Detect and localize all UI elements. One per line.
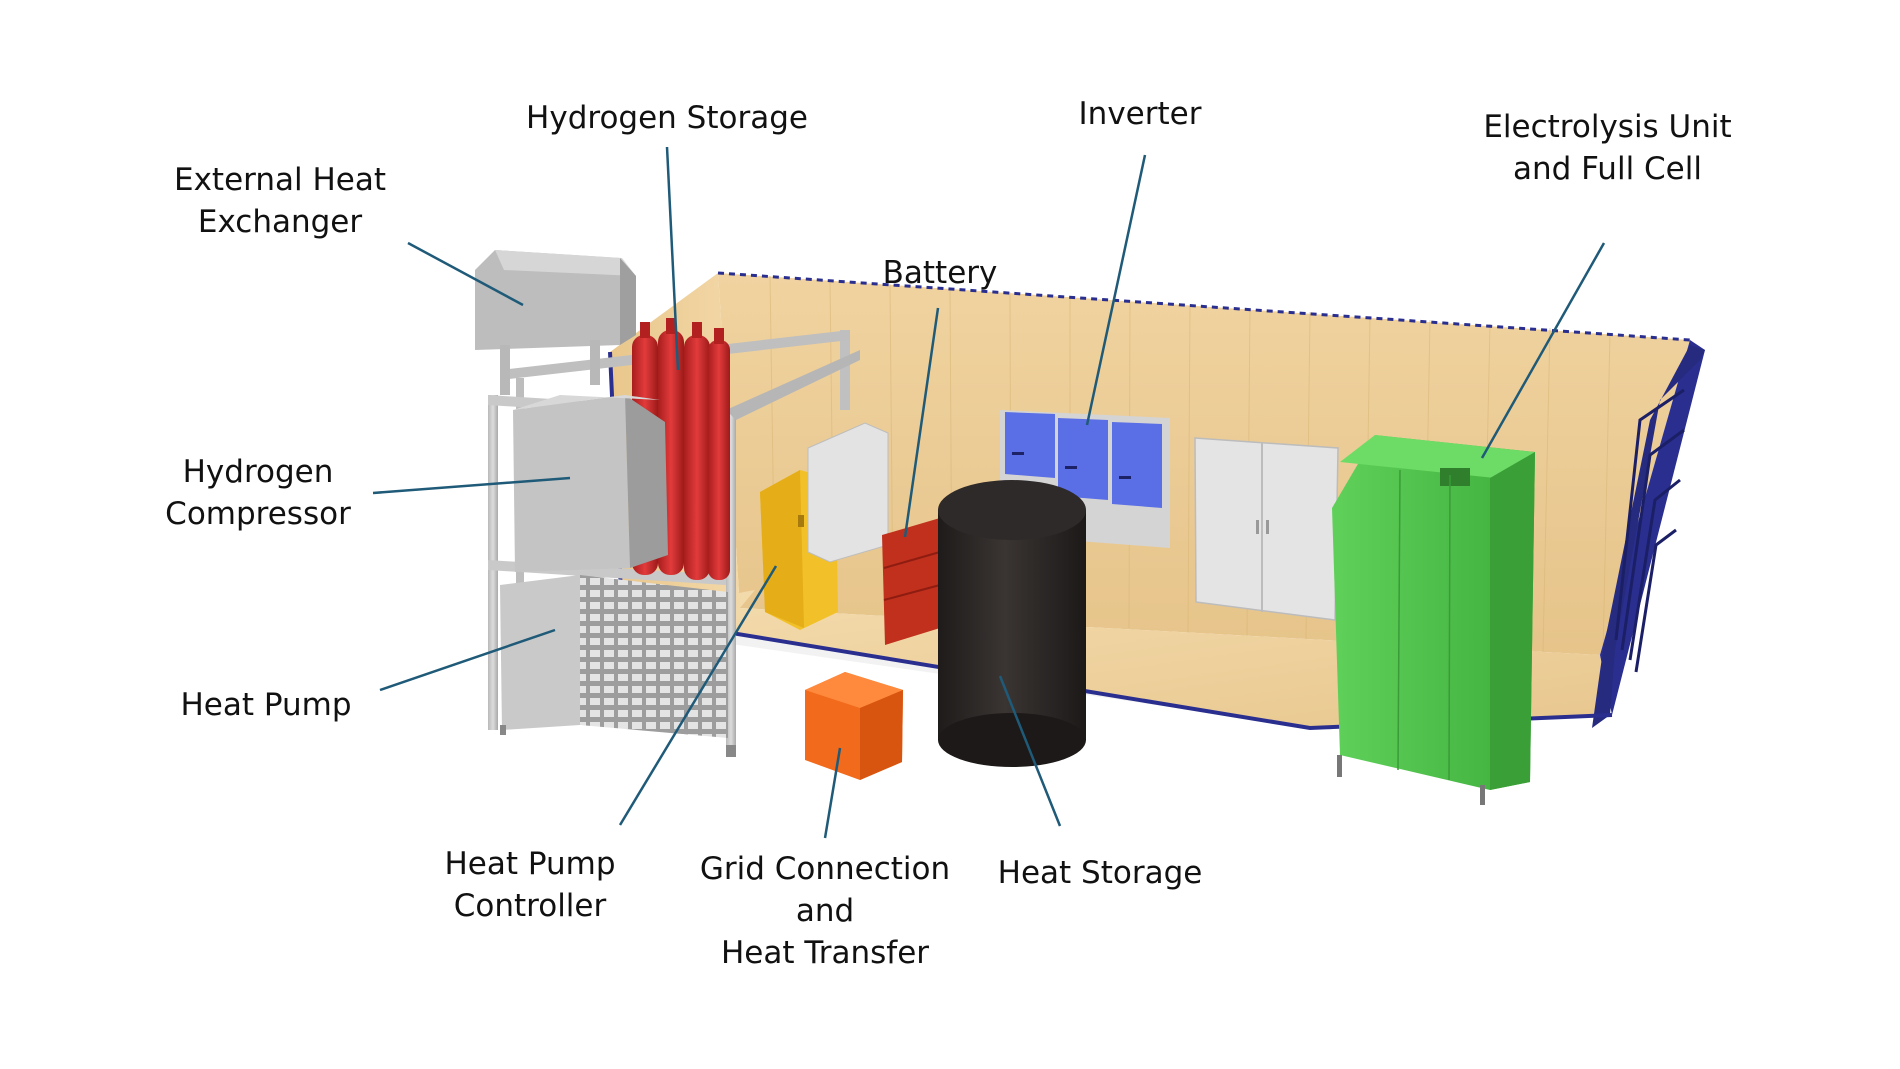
leader-hydrogen-compressor [372, 476, 571, 495]
hydrogen-compressor-unit [513, 395, 668, 572]
leader-inverter [1085, 154, 1147, 426]
electrical-cabinet-large [1194, 437, 1339, 621]
leader-electrolysis-unit [1480, 242, 1606, 459]
heat-storage-tank [938, 480, 1086, 767]
leader-external-heat-exchanger [407, 241, 524, 307]
leader-hydrogen-storage [665, 146, 680, 371]
label-inverter: Inverter [1078, 96, 1202, 132]
leader-grid-connection [823, 747, 842, 839]
heat-pump-unit [500, 575, 736, 757]
leader-lines [372, 146, 1606, 839]
label-hydrogen-compressor: Hydrogen Compressor [165, 454, 351, 532]
leader-heat-pump [379, 628, 556, 692]
label-heat-storage: Heat Storage [997, 855, 1203, 891]
label-heat-pump-controller: Heat Pump Controller [444, 846, 616, 924]
electrolysis-unit-cabinet [1332, 435, 1535, 805]
leader-battery [903, 307, 940, 538]
grid-connection-box [805, 672, 903, 780]
label-external-heat-exchanger: External Heat Exchanger [173, 162, 386, 240]
external-equipment-rack [475, 250, 860, 757]
leader-heat-storage [998, 675, 1062, 827]
inverter-panel [1000, 410, 1170, 548]
label-electrolysis-unit: Electrolysis Unit and Full Cell [1483, 109, 1732, 187]
electrical-cabinet-small [807, 422, 889, 563]
external-heat-exchanger-unit [475, 250, 636, 395]
label-hydrogen-storage: Hydrogen Storage [526, 100, 808, 136]
label-battery: Battery [882, 255, 998, 291]
label-heat-pump: Heat Pump [180, 687, 352, 723]
leader-heat-pump-controller [618, 565, 778, 826]
label-grid-connection: Grid Connection and Heat Transfer [699, 851, 951, 971]
